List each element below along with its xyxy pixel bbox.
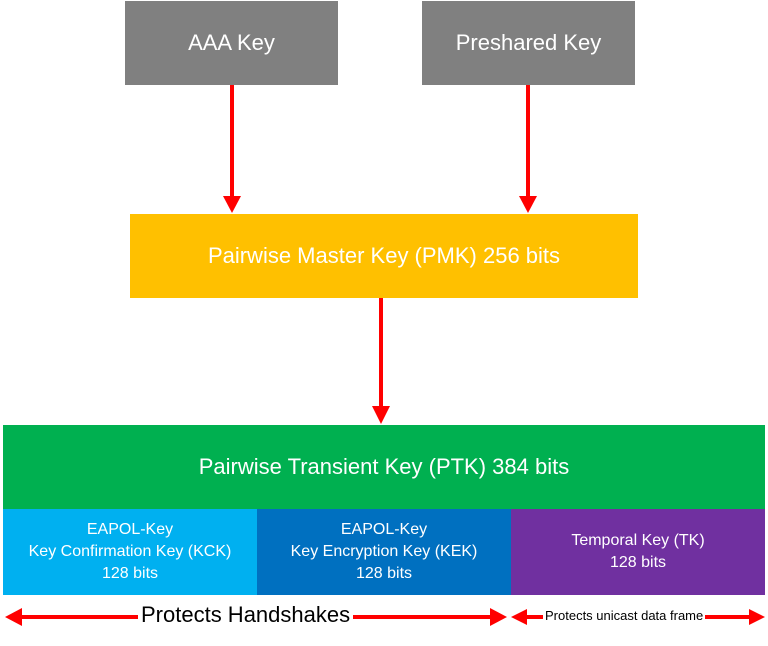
kck-line1: EAPOL-Key: [86, 521, 174, 538]
kck-line3: 128 bits: [101, 565, 159, 582]
kek-line3: 128 bits: [355, 565, 413, 582]
aaa-key-label: AAA Key: [188, 30, 275, 55]
tk-box: Temporal Key (TK) 128 bits: [511, 509, 765, 595]
ptk-box: Pairwise Transient Key (PTK) 384 bits: [3, 425, 765, 509]
kek-line1: EAPOL-Key: [340, 521, 428, 538]
tk-line1: Temporal Key (TK): [571, 532, 705, 549]
preshared-key-box: Preshared Key: [422, 1, 635, 85]
preshared-key-label: Preshared Key: [455, 30, 602, 55]
arrow-aaa-to-pmk: [223, 85, 241, 213]
arrow-psk-to-pmk: [519, 85, 537, 213]
pmk-box: Pairwise Master Key (PMK) 256 bits: [130, 214, 638, 298]
aaa-key-box: AAA Key: [125, 1, 338, 85]
protects-handshakes-label: Protects Handshakes: [138, 602, 354, 628]
kek-box: EAPOL-Key Key Encryption Key (KEK) 128 b…: [257, 509, 511, 595]
kck-line2: Key Confirmation Key (KCK): [28, 543, 232, 560]
pmk-label: Pairwise Master Key (PMK) 256 bits: [207, 243, 561, 268]
tk-line2: 128 bits: [609, 554, 667, 571]
arrow-pmk-to-ptk: [372, 298, 390, 424]
kek-line2: Key Encryption Key (KEK): [290, 543, 478, 560]
kck-box: EAPOL-Key Key Confirmation Key (KCK) 128…: [3, 509, 257, 595]
ptk-label: Pairwise Transient Key (PTK) 384 bits: [198, 454, 570, 479]
protects-unicast-label: Protects unicast data frame: [543, 608, 706, 623]
